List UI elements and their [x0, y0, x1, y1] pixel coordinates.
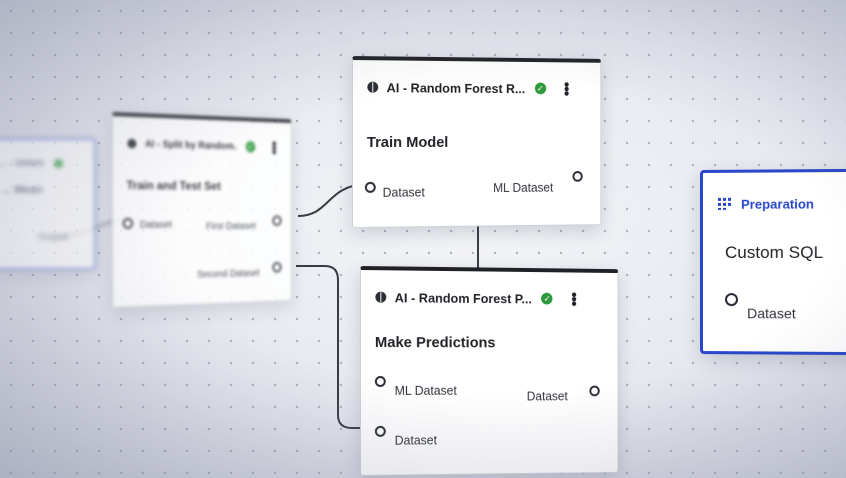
port-output-ml-dataset[interactable] — [572, 171, 583, 182]
kebab-menu-icon[interactable]: ••• — [565, 292, 582, 306]
node-title: ... Mean — [2, 184, 43, 196]
port-output-dataset[interactable] — [589, 385, 600, 397]
node-title: Train Model — [366, 134, 449, 151]
node-title: Custom SQL — [724, 242, 824, 262]
kebab-menu-icon[interactable]: ••• — [266, 140, 281, 155]
port-input-dataset[interactable] — [122, 217, 134, 229]
port-label-dataset: Dataset — [382, 185, 425, 200]
port-label-dataset: Dataset — [394, 433, 437, 448]
check-circle-icon: ✓ — [534, 82, 546, 95]
port-output-second-dataset[interactable] — [272, 262, 282, 273]
port-label-ml-dataset: ML Dataset — [493, 180, 554, 195]
node-header-label: ... - Union — [0, 157, 44, 169]
brain-icon — [375, 291, 387, 303]
port-output-first-dataset[interactable] — [272, 215, 282, 226]
port-input-dataset[interactable] — [724, 293, 739, 307]
node-train-model[interactable]: AI - Random Forest R... ✓ ••• Train Mode… — [352, 56, 602, 228]
node-header-label: AI - Random Forest P... — [394, 289, 532, 306]
port-label-ml-dataset: ML Dataset — [394, 383, 457, 398]
port-label-output: Output — [38, 232, 69, 243]
wire-split-to-predict[interactable] — [296, 265, 378, 429]
port-input-ml-dataset[interactable] — [374, 375, 386, 387]
port-input-dataset[interactable] — [364, 181, 376, 193]
port-label-second-dataset: Second Dataset — [197, 268, 260, 281]
port-label-first-dataset: First Dataset — [206, 221, 256, 233]
grid-dots-icon — [717, 197, 731, 210]
node-preparation[interactable]: Preparation Custom SQL Dataset — [700, 168, 846, 356]
node-title: Make Predictions — [374, 334, 496, 352]
check-circle-icon: ✓ — [541, 292, 553, 305]
node-make-predictions[interactable]: AI - Random Forest P... ✓ ••• Make Predi… — [360, 266, 619, 476]
check-circle-icon: ✓ — [245, 141, 256, 153]
port-label-dataset-out: Dataset — [526, 389, 568, 404]
brain-icon — [127, 138, 137, 149]
port-input-dataset[interactable] — [374, 425, 386, 437]
port-label-dataset: Dataset — [139, 219, 173, 231]
node-left-partial[interactable]: ... - Union ... Mean Output — [0, 138, 96, 270]
brain-icon — [367, 81, 379, 93]
node-split[interactable]: AI - Split by Random... ✓ ••• Train and … — [112, 112, 292, 308]
node-header-label: AI - Random Forest R... — [386, 79, 526, 96]
check-circle-icon — [53, 158, 63, 168]
node-header-label: Preparation — [741, 195, 814, 212]
node-title: Train and Test Set — [126, 178, 221, 193]
port-label-dataset: Dataset — [747, 305, 796, 322]
node-header-label: AI - Split by Random... — [144, 138, 237, 152]
kebab-menu-icon[interactable]: ••• — [558, 81, 575, 96]
